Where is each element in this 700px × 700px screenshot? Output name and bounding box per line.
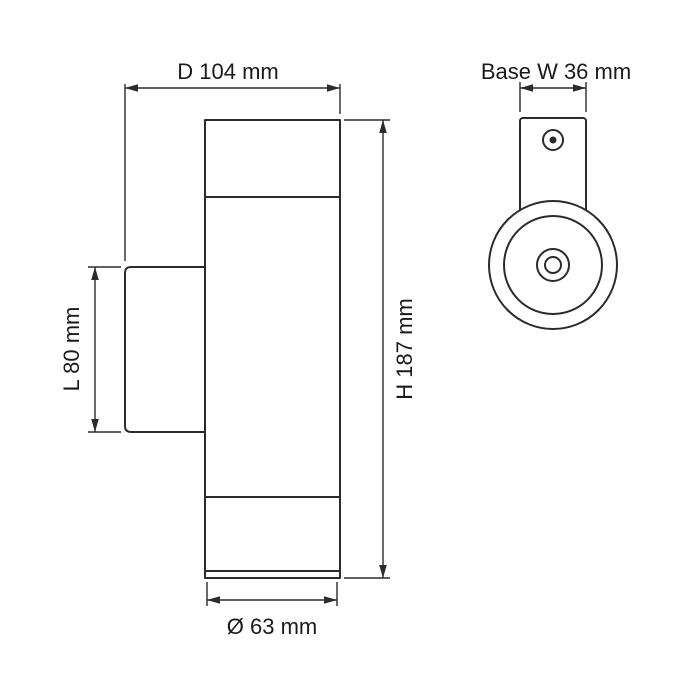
dimension-height: H 187 mm: [344, 119, 417, 579]
mounting-hole-circle: [542, 129, 564, 151]
depth-dimension-label: D 104 mm: [177, 59, 278, 84]
dimension-diameter: Ø 63 mm: [206, 582, 338, 639]
dimension-base-width: Base W 36 mm: [481, 59, 631, 112]
base-width-dimension-label: Base W 36 mm: [481, 59, 631, 84]
diameter-dimension-label: Ø 63 mm: [227, 614, 317, 639]
arrowhead-left-icon: [125, 84, 138, 92]
arrowhead-left-icon: [520, 84, 533, 92]
lamp-lens-outer-circle: [536, 248, 570, 282]
fixture-end-inner-ring: [503, 215, 603, 315]
dimension-length: L 80 mm: [59, 266, 121, 433]
side-view: [124, 119, 341, 579]
arrowhead-up-icon: [91, 267, 99, 280]
lamp-lens-inner-circle: [544, 256, 562, 274]
arrowhead-down-icon: [91, 419, 99, 432]
fixture-body-outline: [204, 119, 341, 579]
wall-bracket-outline: [124, 266, 205, 433]
mounting-hole-center-dot: [549, 136, 557, 144]
arrowhead-right-icon: [573, 84, 586, 92]
length-dimension-label: L 80 mm: [59, 307, 84, 392]
arrowhead-down-icon: [379, 565, 387, 578]
arrowhead-up-icon: [379, 120, 387, 133]
end-view: [488, 117, 618, 330]
height-dimension-label: H 187 mm: [392, 298, 417, 399]
arrowhead-right-icon: [324, 596, 337, 604]
dimension-depth: D 104 mm: [124, 59, 341, 261]
fixture-end-outer-circle: [488, 200, 618, 330]
arrowhead-left-icon: [207, 596, 220, 604]
arrowhead-right-icon: [327, 84, 340, 92]
